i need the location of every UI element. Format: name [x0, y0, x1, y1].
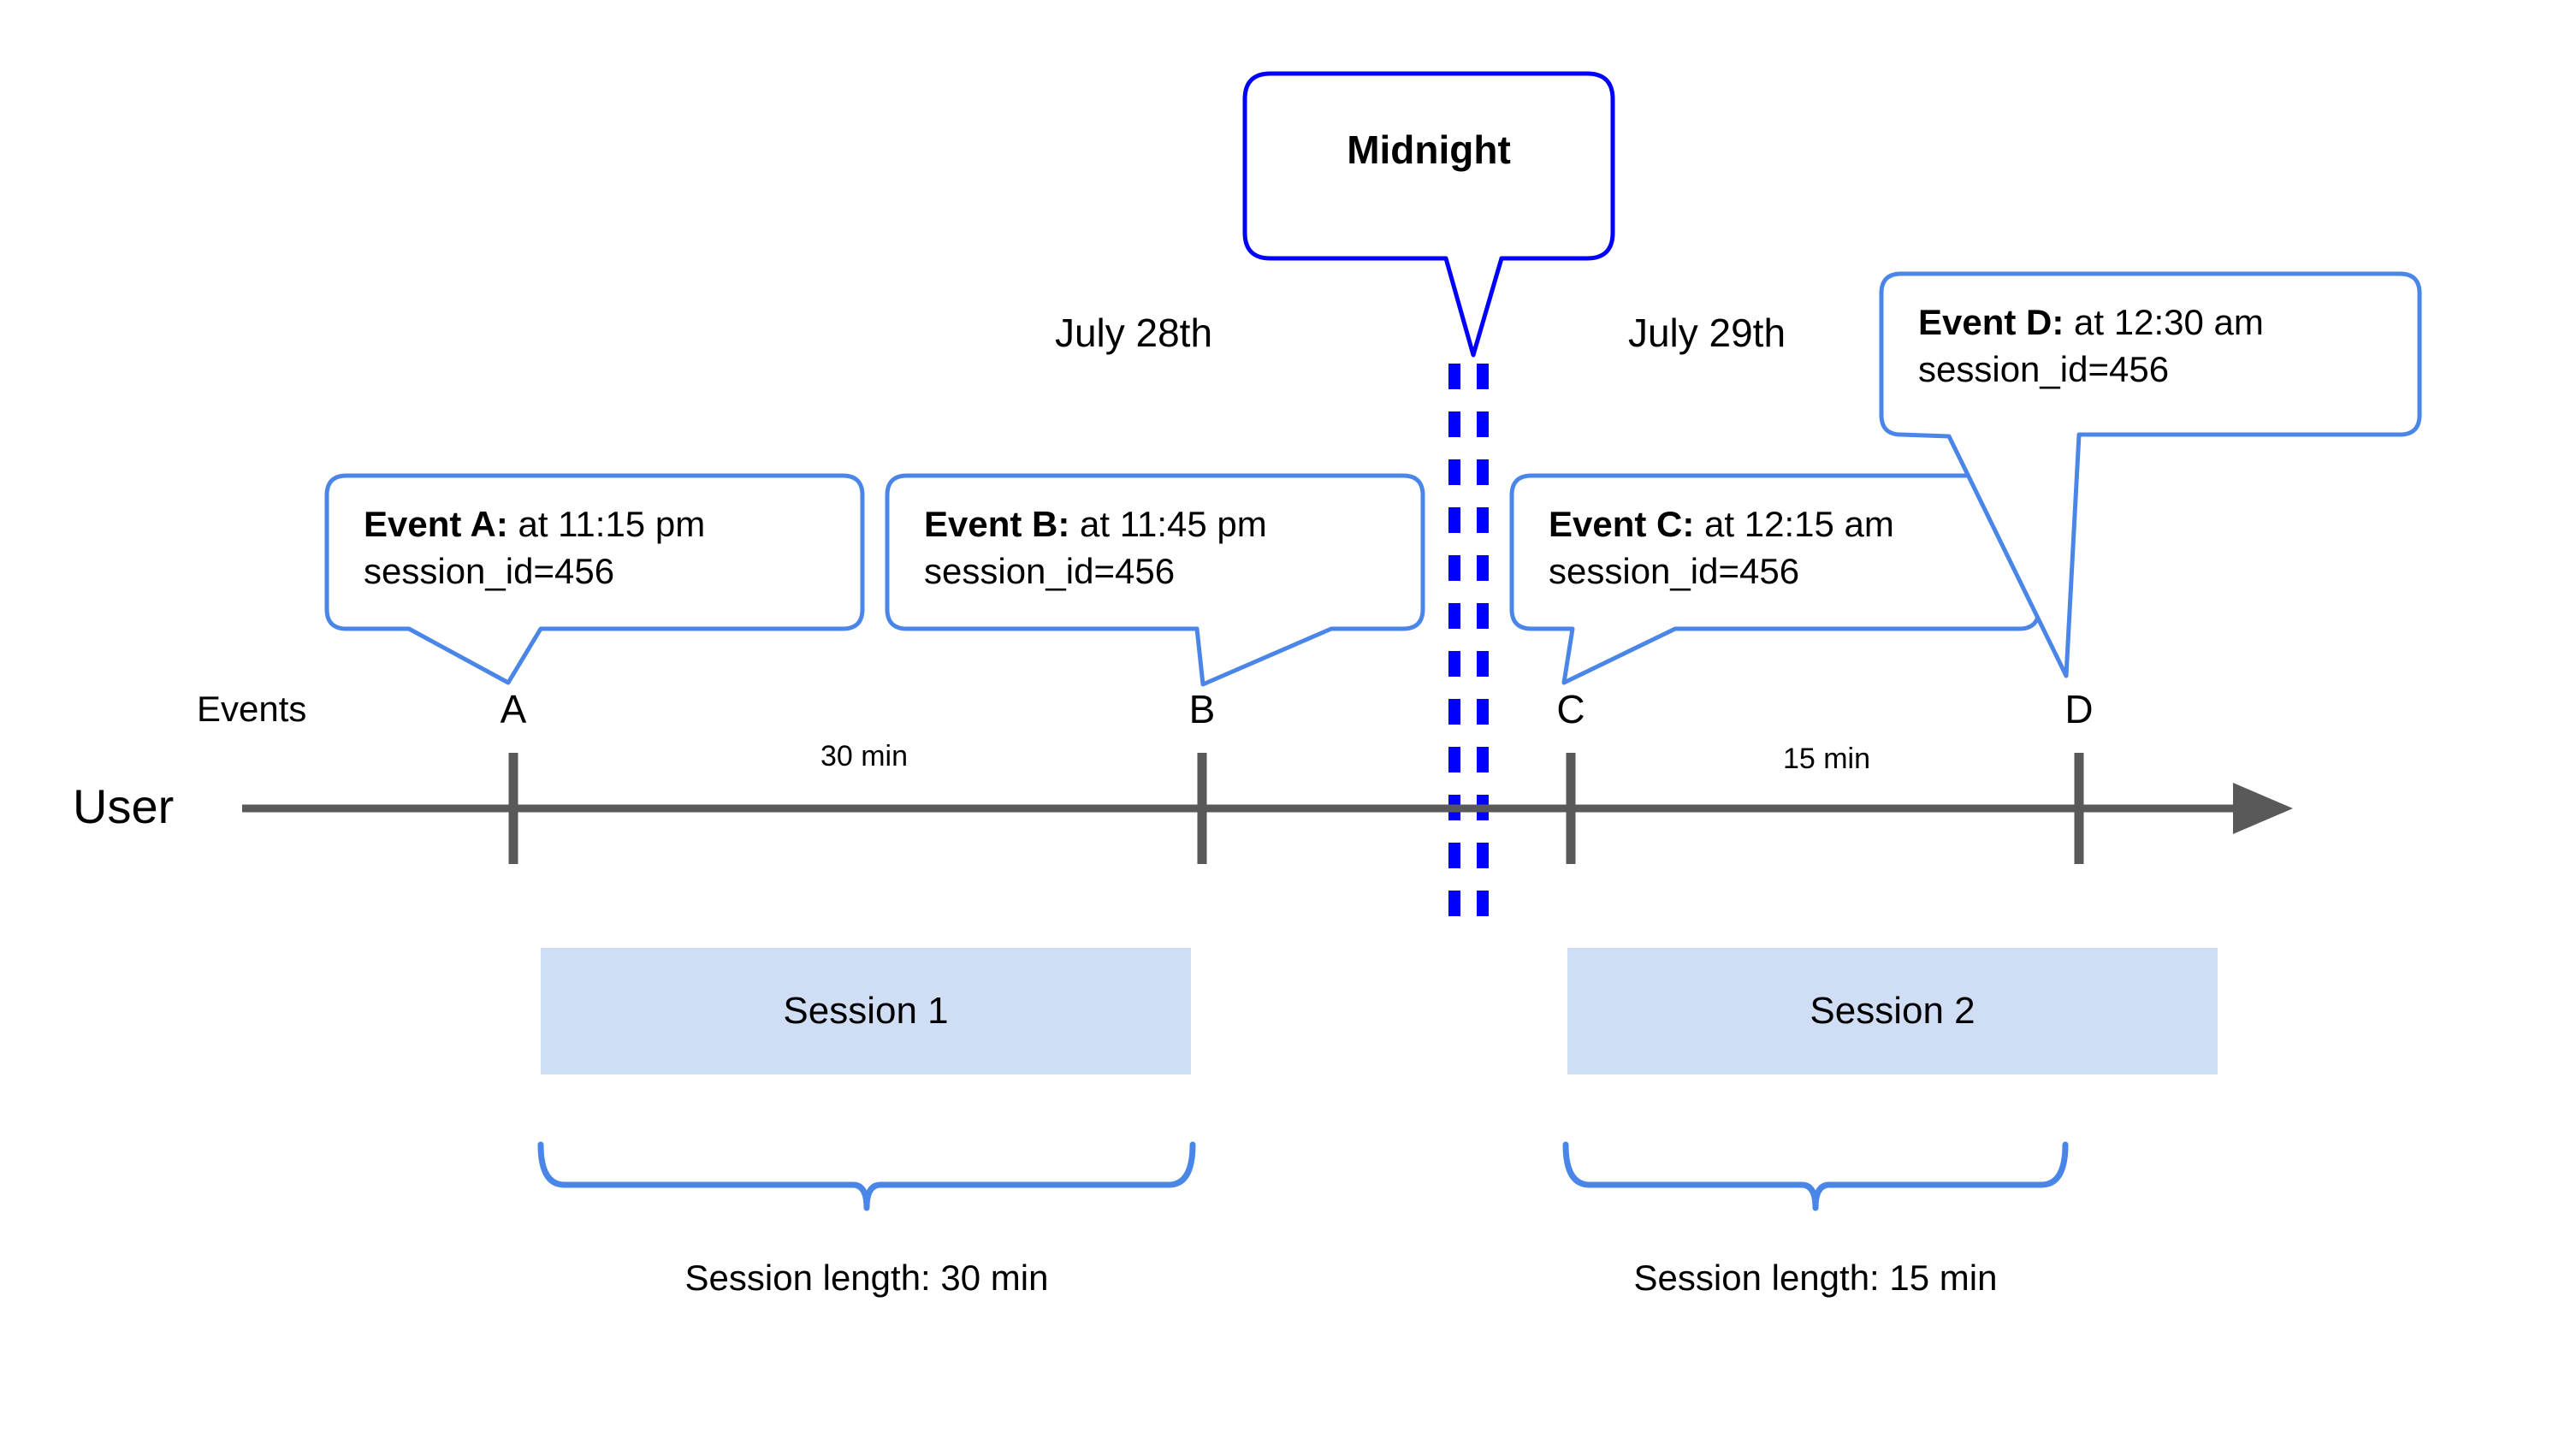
event-a-callout-line2: session_id=456 [364, 550, 615, 591]
tick-label-c: C [1556, 687, 1585, 731]
tick-label-d: D [2064, 687, 2094, 731]
timeline-axis [242, 783, 2293, 834]
session-2-length-label: Session length: 15 min [1633, 1258, 1998, 1298]
event-c-callout-line2: session_id=456 [1549, 550, 1800, 591]
midnight-callout-label: Midnight [1347, 127, 1511, 172]
midnight-marker-lines [1448, 364, 1489, 932]
event-c-callout-rest: at 12:15 am [1694, 504, 1894, 544]
event-b-callout-text: Event B: at 11:45 pm session_id=456 [924, 501, 1267, 595]
event-a-callout-rest: at 11:15 pm [507, 504, 706, 544]
session-1-brace [537, 1141, 1196, 1211]
event-d-callout-line2: session_id=456 [1918, 348, 2170, 389]
event-d-callout-text: Event D: at 12:30 am session_id=456 [1918, 299, 2264, 393]
day-label-july-28: July 28th [1054, 311, 1213, 355]
event-b-callout-rest: at 11:45 pm [1069, 504, 1267, 544]
gap-label-15-min: 15 min [1782, 743, 1871, 775]
session-2-label: Session 2 [1810, 990, 1975, 1032]
tick-label-a: A [500, 687, 527, 731]
event-b-callout-line1: Event B: at 11:45 pm [924, 501, 1267, 548]
session-1-length-label: Session length: 30 min [684, 1258, 1049, 1298]
session-2-box: Session 2 [1567, 948, 2218, 1074]
event-a-callout-bold: Event A: [364, 504, 508, 544]
events-row-label: Events [197, 689, 307, 729]
event-d-callout-rest: at 12:30 am [2064, 302, 2264, 342]
day-label-july-29: July 29th [1627, 311, 1786, 355]
session-1-label: Session 1 [783, 990, 949, 1032]
session-1-box: Session 1 [541, 948, 1191, 1074]
event-d-callout-bold: Event D: [1918, 302, 2064, 342]
gap-label-30-min: 30 min [820, 740, 909, 772]
event-c-callout-bold: Event C: [1549, 504, 1695, 544]
event-a-callout-line1: Event A: at 11:15 pm [364, 501, 705, 548]
event-c-callout-line1: Event C: at 12:15 am [1549, 501, 1894, 548]
user-row-label: User [73, 779, 175, 833]
event-d-callout-line1: Event D: at 12:30 am [1918, 299, 2264, 346]
event-b-callout-bold: Event B: [924, 504, 1070, 544]
tick-label-b: B [1188, 687, 1216, 731]
event-c-callout-text: Event C: at 12:15 am session_id=456 [1549, 501, 1894, 595]
event-a-callout-text: Event A: at 11:15 pm session_id=456 [364, 501, 705, 595]
event-b-callout-line2: session_id=456 [924, 550, 1176, 591]
session-2-brace [1562, 1141, 2069, 1211]
